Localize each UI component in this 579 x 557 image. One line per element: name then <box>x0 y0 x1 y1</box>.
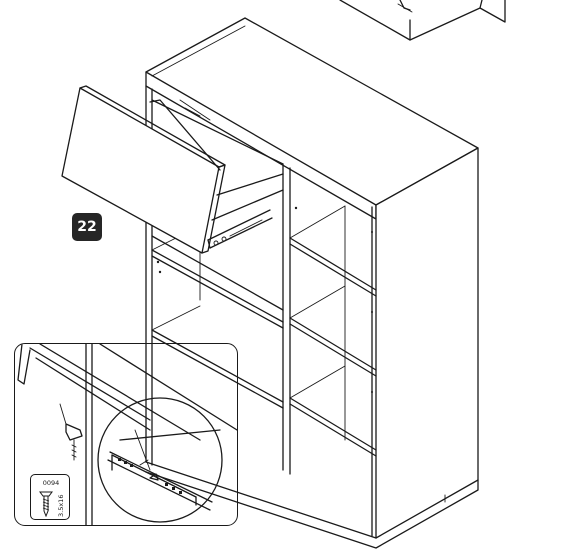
detail-inset-frame <box>14 343 238 526</box>
detail-view <box>17 344 237 525</box>
screw-icon <box>39 491 53 517</box>
drawer-fragment-top <box>339 0 506 41</box>
cabinet <box>145 17 479 549</box>
step-number-badge: 22 <box>72 213 102 241</box>
screw-size-label: 3.5x16 <box>57 494 65 517</box>
hardware-card: 0094 3.5x16 <box>30 474 70 520</box>
drawer-runner <box>207 209 273 249</box>
part-code-label: 0094 <box>42 479 60 487</box>
drawer-front <box>61 85 284 254</box>
